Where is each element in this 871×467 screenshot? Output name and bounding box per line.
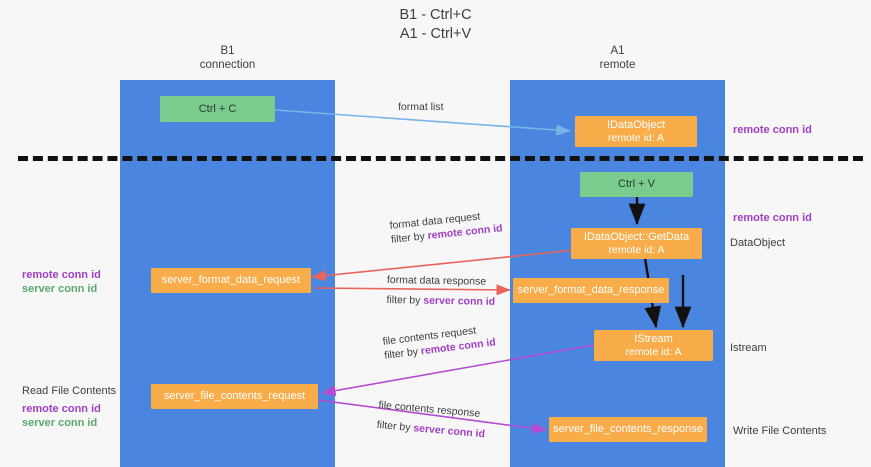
box-server-file-contents-request-label: server_file_contents_request [163, 390, 306, 402]
annotation-left-remote-conn-id-2: remote conn id [22, 403, 101, 415]
edge-label-format-list: format list [398, 101, 444, 113]
box-idataobject-getdata[interactable]: IDataObject::GetData remote id: A [571, 228, 702, 259]
edge-label-format-data-response-main: format data response [386, 274, 487, 288]
edge-label-format-data-request: format data request filter by remote con… [389, 208, 503, 247]
column-header-b1-role: connection [199, 58, 256, 71]
box-server-format-data-response-label: server_format_data_response [517, 284, 665, 296]
column-header-a1-role: remote [599, 58, 636, 71]
filter-key-server-conn-id: server conn id [423, 294, 496, 308]
annotation-left-remote-conn-id: remote conn id [22, 269, 101, 281]
annotation-left-server-conn-id-2: server conn id [22, 417, 98, 429]
box-idataobject-getdata-line2: remote id: A [608, 243, 665, 256]
annotation-right-dataobject: DataObject [730, 237, 786, 249]
diagram-title: B1 - Ctrl+C A1 - Ctrl+V [0, 6, 871, 44]
box-ctrl-v[interactable]: Ctrl + V [580, 172, 693, 197]
box-server-file-contents-request[interactable]: server_file_contents_request [151, 384, 318, 409]
edge-label-file-contents-response-main: file contents response [377, 399, 481, 420]
annotation-right-write-file-contents: Write File Contents [733, 425, 827, 437]
filter-key-server-conn-id-2: server conn id [412, 421, 486, 440]
annotation-right-top-remote-conn-id: remote conn id [733, 124, 812, 136]
title-line-2: A1 - Ctrl+V [399, 26, 472, 42]
box-server-file-contents-response-label: server_file_contents_response [553, 423, 703, 435]
box-istream[interactable]: IStream remote id: A [594, 330, 713, 361]
edge-label-format-data-response-filter: filter by server conn id [386, 293, 496, 308]
edge-label-format-data-response: format data response filter by server co… [386, 274, 495, 309]
box-idataobject-line1: IDataObject [606, 118, 666, 131]
edge-label-file-contents-response: file contents response filter by server … [376, 399, 487, 441]
edge-label-file-contents-response-filter: filter by server conn id [376, 418, 486, 440]
box-server-format-data-request[interactable]: server_format_data_request [151, 268, 311, 293]
annotation-right-istream: Istream [730, 342, 767, 354]
box-server-format-data-response[interactable]: server_format_data_response [513, 278, 669, 303]
column-header-b1-name: B1 [220, 45, 235, 57]
box-server-format-data-request-label: server_format_data_request [161, 274, 301, 286]
box-ctrl-c-label: Ctrl + C [198, 102, 237, 115]
column-header-a1: A1 remote [510, 45, 725, 72]
box-idataobject-getdata-line1: IDataObject::GetData [583, 230, 690, 243]
phase-divider [18, 156, 863, 161]
box-idataobject[interactable]: IDataObject remote id: A [575, 116, 697, 147]
title-line-1: B1 - Ctrl+C [399, 7, 472, 23]
box-server-file-contents-response[interactable]: server_file_contents_response [549, 417, 707, 442]
column-header-b1: B1 connection [120, 45, 335, 72]
box-idataobject-line2: remote id: A [607, 131, 665, 144]
annotation-left-read-file-contents: Read File Contents [22, 385, 117, 397]
box-istream-line2: remote id: A [625, 345, 682, 358]
edge-label-file-contents-request: file contents request filter by remote c… [382, 322, 496, 362]
column-header-a1-name: A1 [610, 45, 625, 57]
box-ctrl-c[interactable]: Ctrl + C [160, 96, 275, 122]
box-ctrl-v-label: Ctrl + V [618, 178, 655, 190]
annotation-right-mid-remote-conn-id: remote conn id [733, 212, 812, 224]
annotation-left-server-conn-id: server conn id [22, 283, 98, 295]
box-istream-line1: IStream [634, 332, 673, 345]
